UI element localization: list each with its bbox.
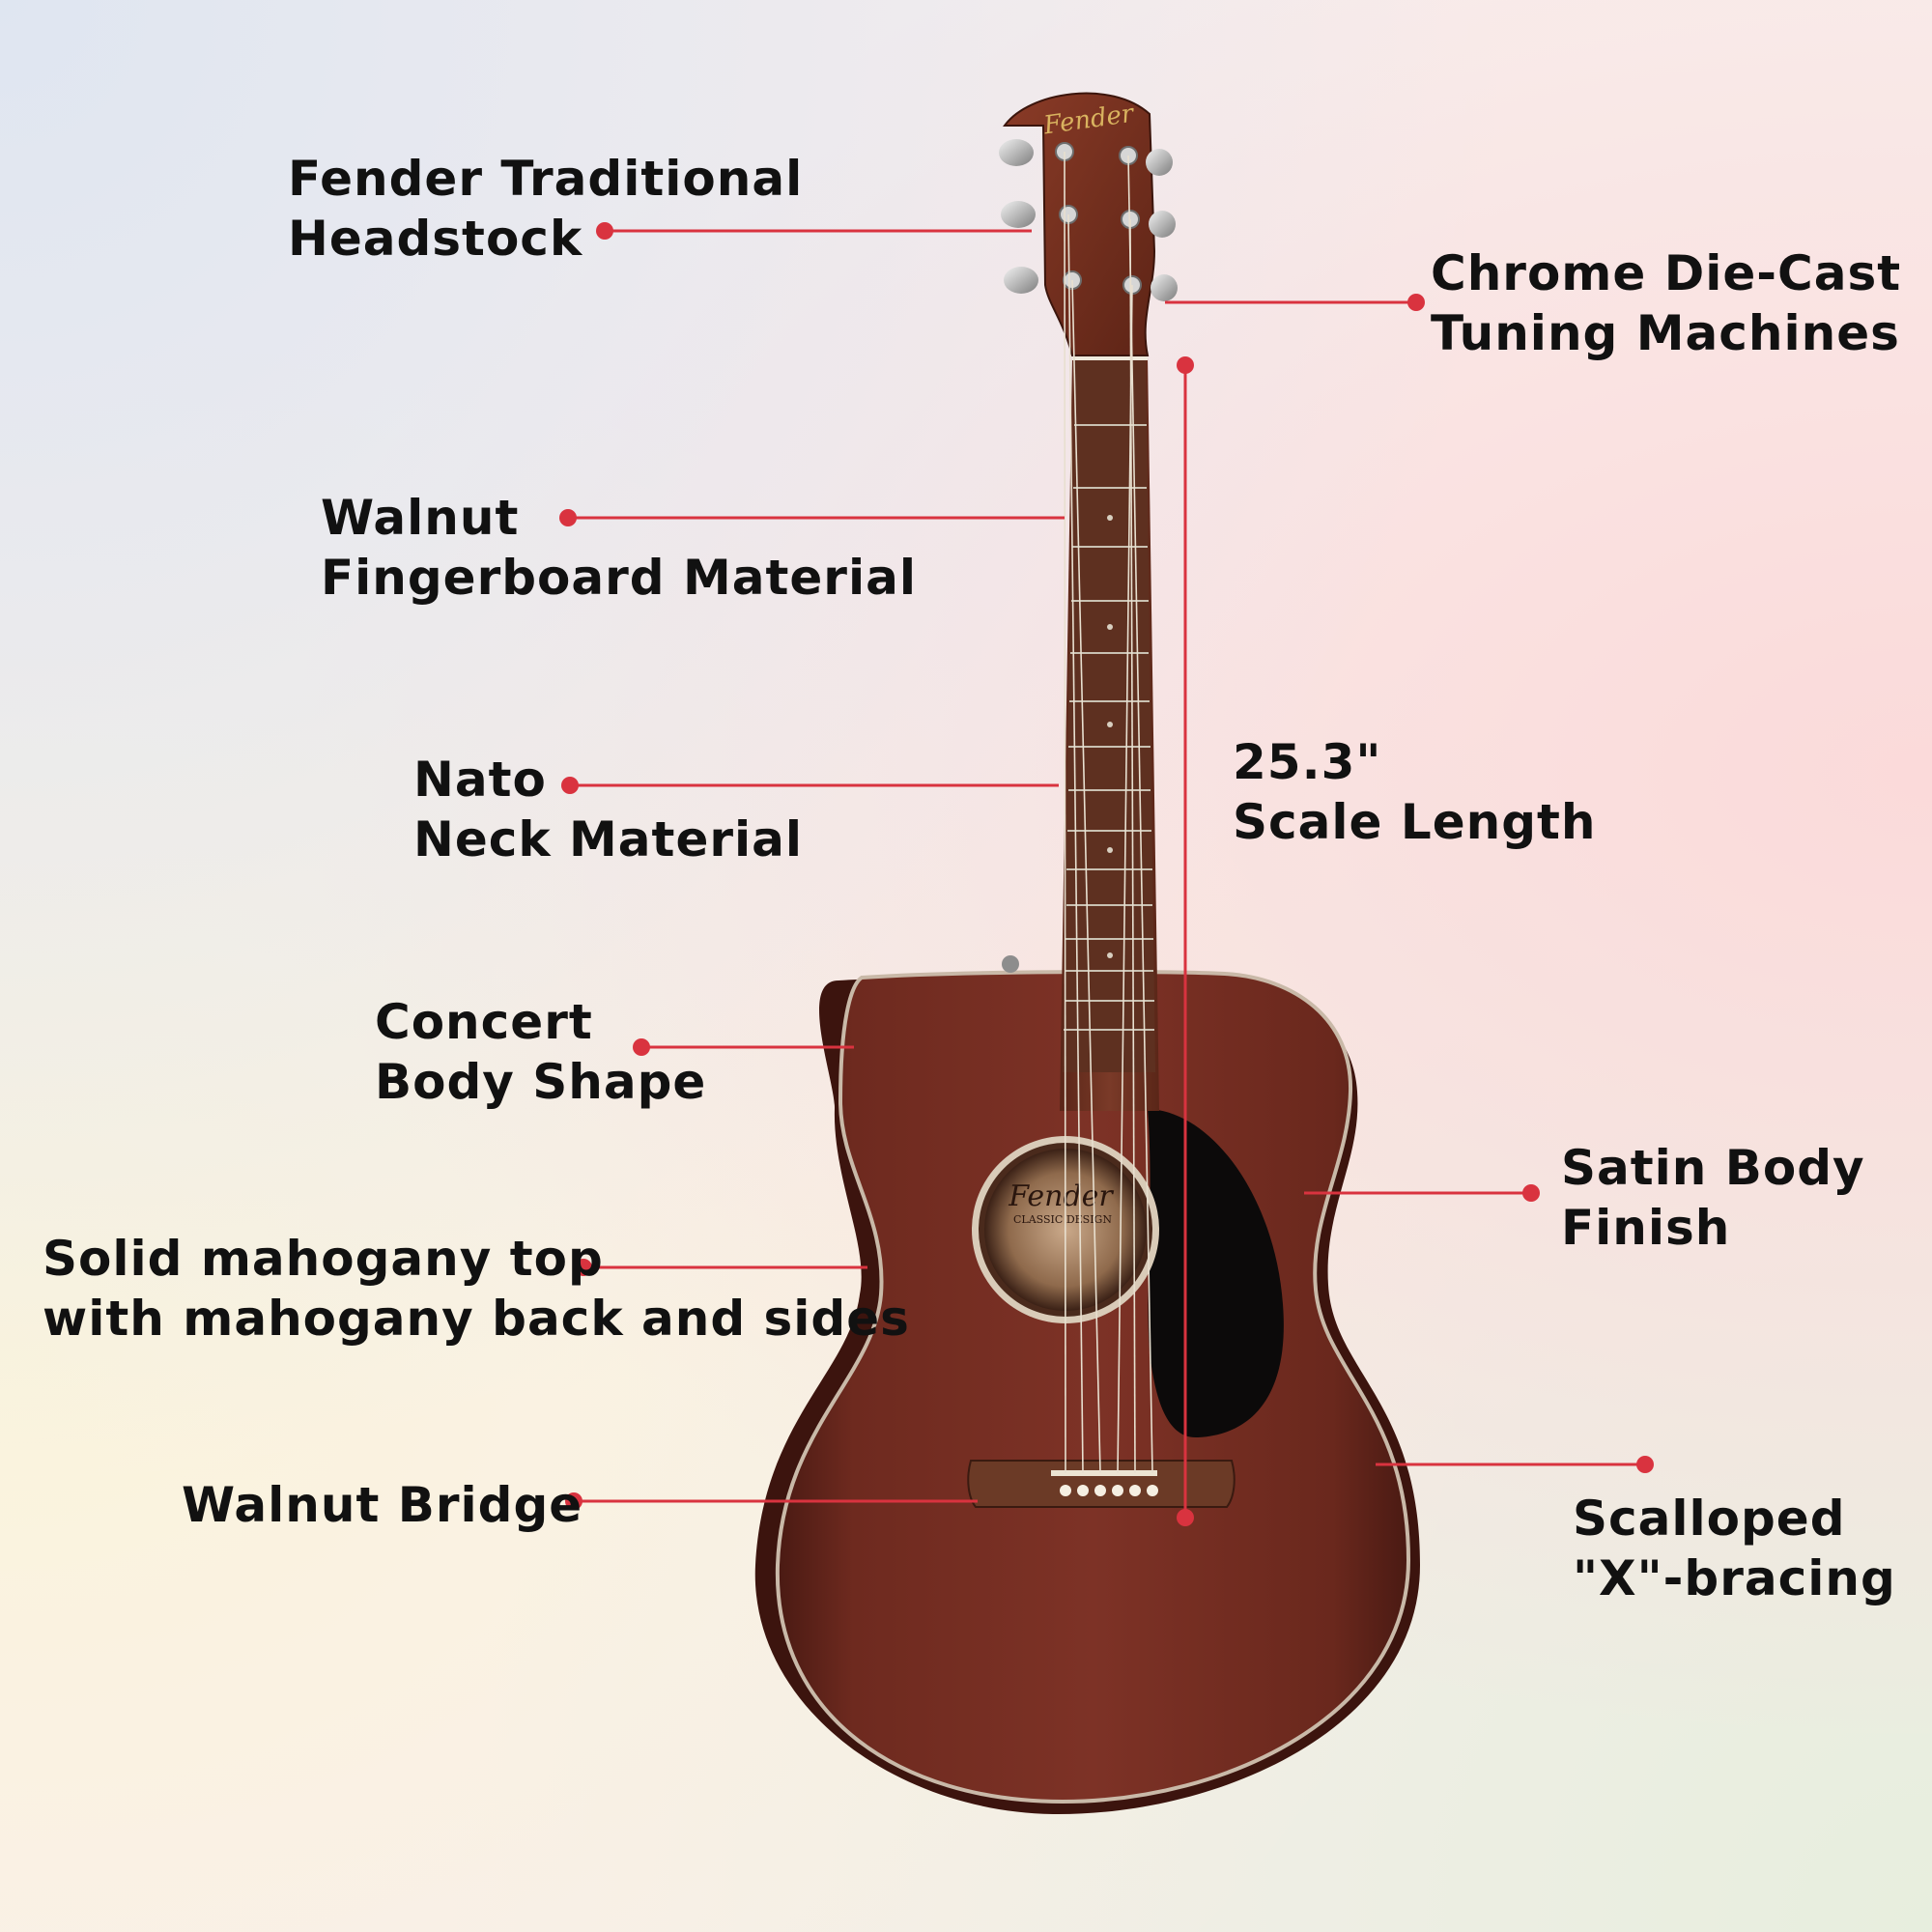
callout-body-shape: Concert Body Shape	[375, 992, 706, 1112]
leader-tonewoods	[575, 1259, 867, 1276]
headstock: Fender	[999, 92, 1178, 356]
callout-line: Fingerboard Material	[321, 550, 917, 606]
bridge-pin	[1060, 1485, 1071, 1496]
nut	[1072, 354, 1148, 360]
leader-neck	[561, 777, 1059, 794]
callout-line: Chrome Die-Cast	[1431, 245, 1902, 301]
fret-markers	[1107, 515, 1113, 958]
callout-tonewoods: Solid mahogany top with mahogany back an…	[43, 1229, 910, 1349]
soundhole-brand-label: Fender	[1008, 1179, 1114, 1213]
callout-line: "X"-bracing	[1573, 1550, 1896, 1606]
callout-fingerboard: Walnut Fingerboard Material	[321, 488, 917, 608]
callout-tuning-machines: Chrome Die-Cast Tuning Machines	[1431, 243, 1901, 363]
callout-headstock: Fender Traditional Headstock	[288, 149, 803, 269]
callout-line: Fender Traditional	[288, 151, 804, 207]
callout-line: Headstock	[288, 211, 583, 267]
callout-scale-length: 25.3" Scale Length	[1233, 732, 1597, 852]
soundhole-model-label: CLASSIC DESIGN	[1013, 1213, 1112, 1226]
guitar-body: Fender CLASSIC DESIGN	[754, 955, 1420, 1815]
callout-line: Scalloped	[1573, 1491, 1846, 1547]
callout-neck: Nato Neck Material	[413, 750, 803, 869]
body-top	[775, 970, 1411, 1804]
leader-lines	[559, 222, 1654, 1526]
pickguard	[1148, 1109, 1284, 1438]
bridge	[967, 1460, 1236, 1508]
callout-line: Scale Length	[1233, 794, 1597, 850]
callout-line: Finish	[1561, 1200, 1731, 1256]
callout-line: Solid mahogany top	[43, 1231, 604, 1287]
tuner-button	[1001, 201, 1036, 228]
callout-body-finish: Satin Body Finish	[1561, 1138, 1865, 1258]
callout-line: Tuning Machines	[1431, 305, 1900, 361]
callout-line: Nato	[413, 752, 547, 808]
callout-line: Concert	[375, 994, 593, 1050]
bridge-pin	[1094, 1485, 1106, 1496]
callout-bridge: Walnut Bridge	[182, 1475, 582, 1535]
leader-headstock	[596, 222, 1032, 240]
tuner-button	[1151, 274, 1178, 301]
bridge-pin	[1077, 1485, 1089, 1496]
callout-line: Satin Body	[1561, 1140, 1865, 1196]
leader-bridge	[565, 1492, 978, 1510]
callout-line: Neck Material	[413, 811, 804, 867]
bridge-pin	[1147, 1485, 1158, 1496]
leader-scale-length	[1177, 356, 1194, 1526]
strings	[1064, 151, 1153, 1474]
tuner-button	[1149, 211, 1176, 238]
leader-tuning-machines	[1165, 294, 1425, 311]
callout-line: Walnut	[321, 490, 520, 546]
strap-button	[1002, 955, 1019, 973]
callout-bracing: Scalloped "X"-bracing	[1573, 1489, 1896, 1608]
callout-line: Walnut Bridge	[182, 1477, 583, 1533]
leader-body-finish	[1304, 1184, 1540, 1202]
callout-line: Body Shape	[375, 1054, 707, 1110]
callout-line: with mahogany back and sides	[43, 1291, 910, 1347]
leader-fingerboard	[559, 509, 1065, 526]
bridge-pin	[1112, 1485, 1123, 1496]
leader-body-shape	[633, 1038, 854, 1056]
bridge-pin	[1129, 1485, 1141, 1496]
tuner-button	[999, 139, 1034, 166]
tuner-button	[1146, 149, 1173, 176]
tuner-button	[1004, 267, 1038, 294]
leader-bracing	[1376, 1456, 1654, 1473]
callout-line: 25.3"	[1233, 734, 1382, 790]
